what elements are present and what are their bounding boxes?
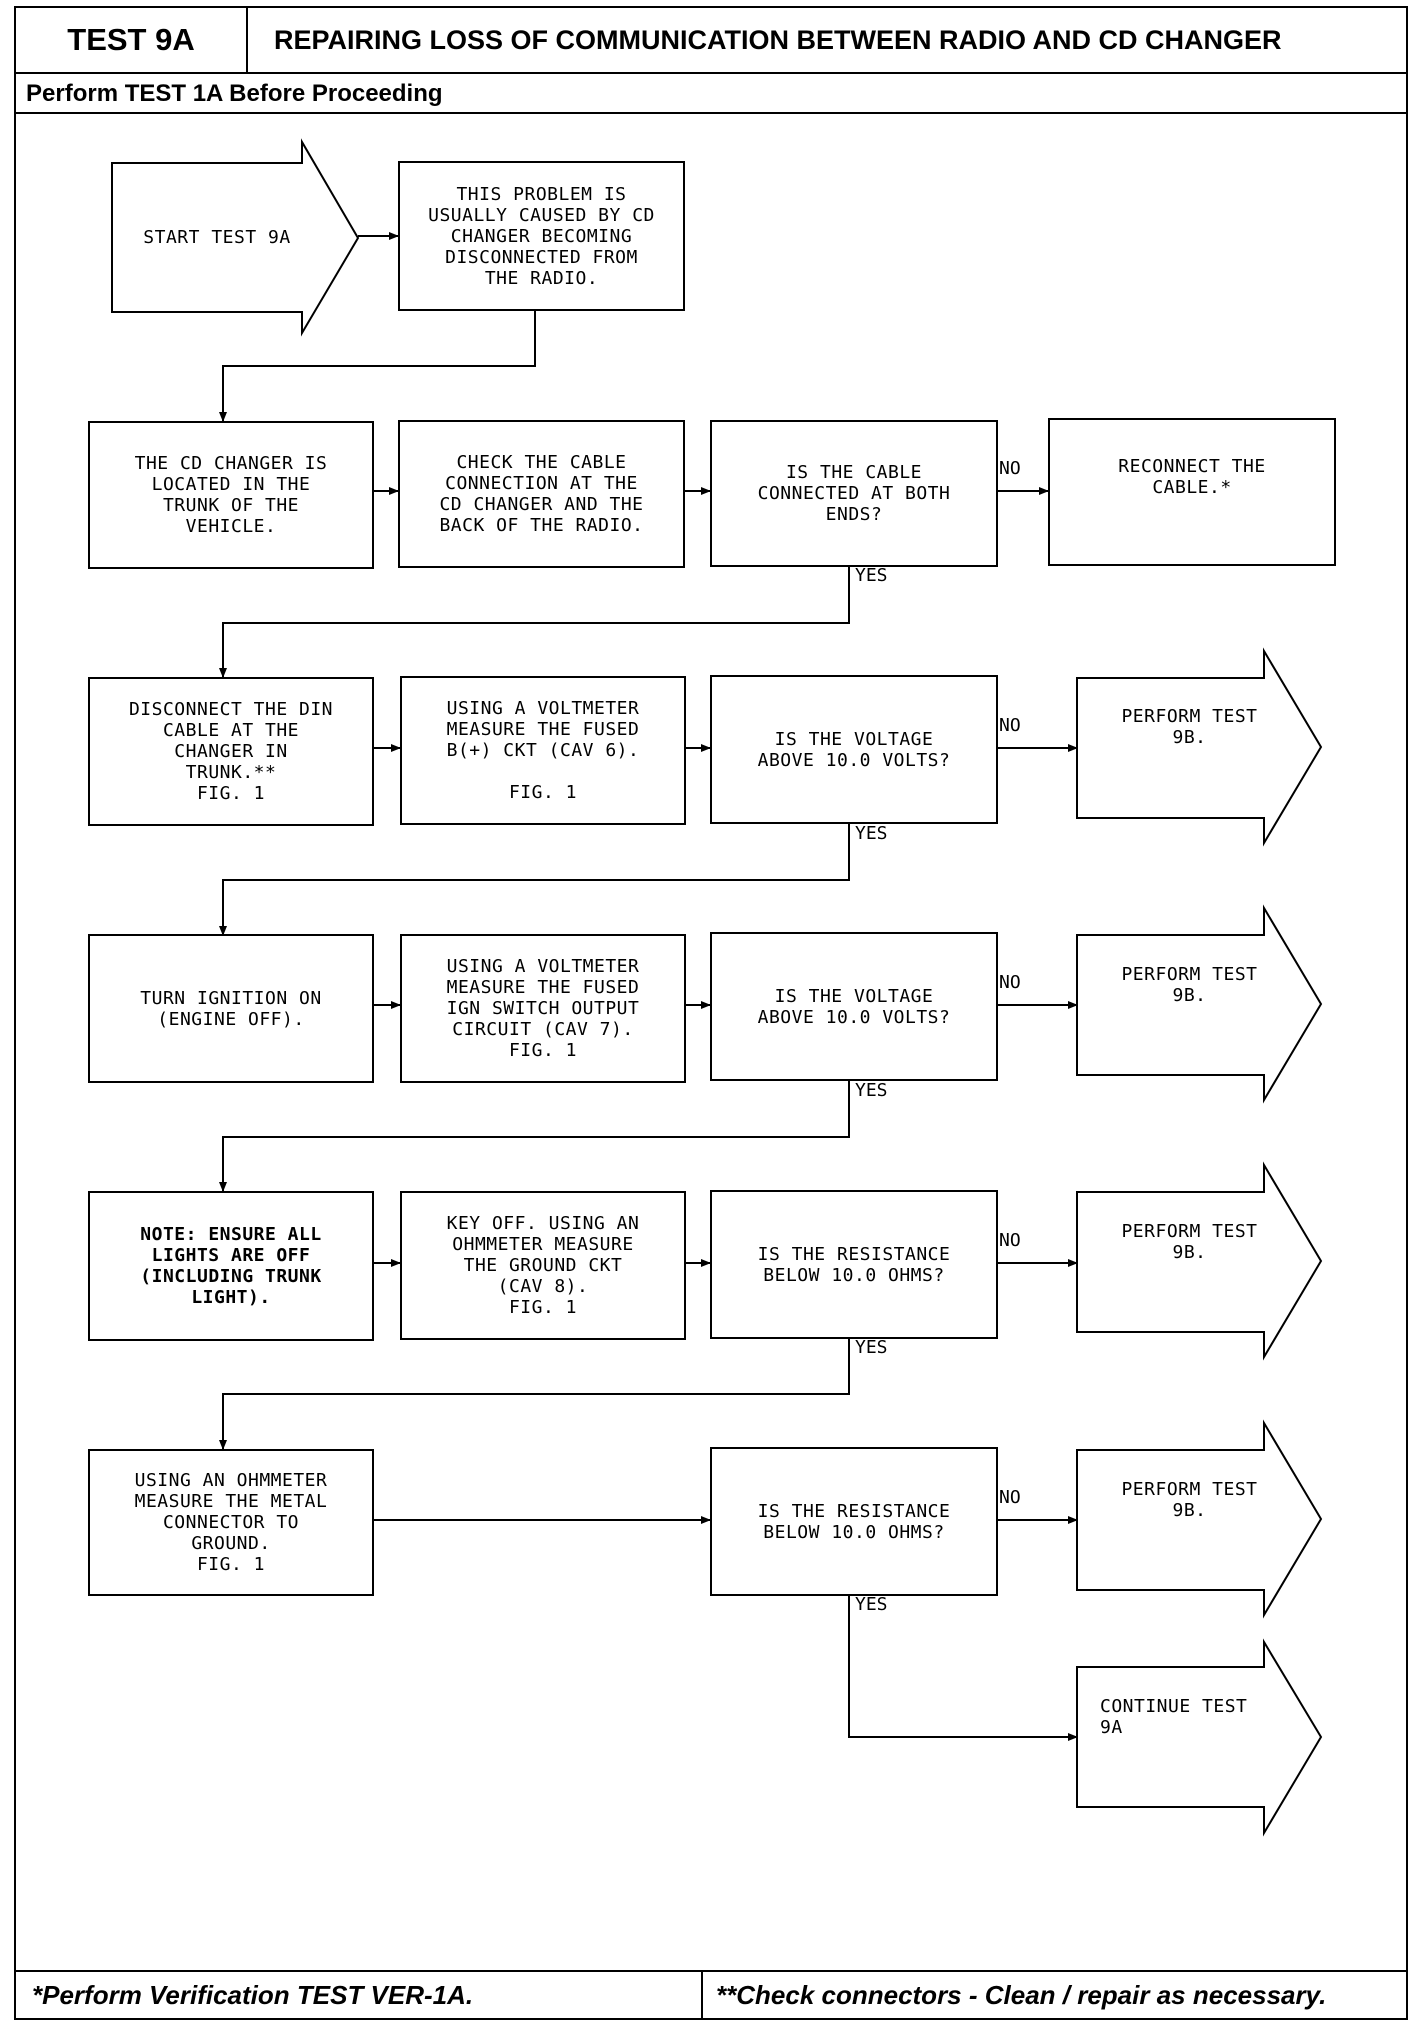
row5-yes-label: YES — [855, 1594, 888, 1615]
footnote-verification: *Perform Verification TEST VER-1A. — [32, 1979, 474, 2010]
row1-step2-box: CHECK THE CABLE CONNECTION AT THE CD CHA… — [398, 420, 685, 568]
row3-no-result-node: PERFORM TEST 9B. — [1121, 964, 1258, 1006]
row4-no-label: NO — [999, 1230, 1021, 1251]
row2-question-box: IS THE VOLTAGE ABOVE 10.0 VOLTS? — [710, 675, 998, 824]
row1-step1-box: THE CD CHANGER IS LOCATED IN THE TRUNK O… — [88, 421, 374, 569]
intro-note-box: THIS PROBLEM IS USUALLY CAUSED BY CD CHA… — [398, 161, 685, 311]
start-test-node: START TEST 9A — [143, 227, 291, 248]
result-arrow-shape-row5 — [1076, 1419, 1323, 1619]
row2-no-result-node: PERFORM TEST 9B. — [1121, 706, 1258, 748]
result-arrow-shape-row4 — [1076, 1161, 1323, 1361]
row5-step1-box: USING AN OHMMETER MEASURE THE METAL CONN… — [88, 1449, 374, 1596]
row1-yes-label: YES — [855, 565, 888, 586]
body-divider — [16, 112, 1406, 114]
row3-yes-label: YES — [855, 1080, 888, 1101]
start-arrow-shape — [111, 138, 360, 337]
page-title: REPAIRING LOSS OF COMMUNICATION BETWEEN … — [274, 24, 1282, 55]
row2-step1-box: DISCONNECT THE DIN CABLE AT THE CHANGER … — [88, 677, 374, 826]
test-procedure-frame: TEST 9A REPAIRING LOSS OF COMMUNICATION … — [14, 6, 1408, 2020]
row3-step2-box: USING A VOLTMETER MEASURE THE FUSED IGN … — [400, 934, 686, 1083]
row1-no-label: NO — [999, 458, 1021, 479]
test-id: TEST 9A — [16, 8, 248, 72]
row4-question-box: IS THE RESISTANCE BELOW 10.0 OHMS? — [710, 1190, 998, 1339]
row5-no-result-node: PERFORM TEST 9B. — [1121, 1479, 1258, 1521]
footer-divider — [16, 1970, 1406, 1972]
row3-question-box: IS THE VOLTAGE ABOVE 10.0 VOLTS? — [710, 932, 998, 1081]
footer-column-divider — [701, 1970, 703, 2020]
row1-question-box: IS THE CABLE CONNECTED AT BOTH ENDS? — [710, 420, 998, 567]
row5-no-label: NO — [999, 1487, 1021, 1508]
row3-no-label: NO — [999, 972, 1021, 993]
prerequisite-note: Perform TEST 1A Before Proceeding — [26, 80, 443, 107]
row1-no-result-box: RECONNECT THE CABLE.* — [1048, 418, 1336, 566]
row4-step2-box: KEY OFF. USING AN OHMMETER MEASURE THE G… — [400, 1191, 686, 1340]
final-arrow-shape — [1076, 1638, 1323, 1837]
footnote-connectors: **Check connectors - Clean / repair as n… — [716, 1979, 1327, 2010]
row4-no-result-node: PERFORM TEST 9B. — [1121, 1221, 1258, 1263]
row4-yes-label: YES — [855, 1337, 888, 1358]
result-arrow-shape-row2 — [1076, 647, 1323, 847]
row4-step1-box: NOTE: ENSURE ALL LIGHTS ARE OFF (INCLUDI… — [88, 1191, 374, 1341]
row2-step2-box: USING A VOLTMETER MEASURE THE FUSED B(+)… — [400, 676, 686, 825]
row3-step1-box: TURN IGNITION ON (ENGINE OFF). — [88, 934, 374, 1083]
header-divider — [16, 72, 1406, 74]
row2-no-label: NO — [999, 715, 1021, 736]
row2-yes-label: YES — [855, 823, 888, 844]
result-arrow-shape-row3 — [1076, 904, 1323, 1104]
continue-test-node: CONTINUE TEST 9A — [1100, 1696, 1248, 1738]
row5-question-box: IS THE RESISTANCE BELOW 10.0 OHMS? — [710, 1447, 998, 1596]
